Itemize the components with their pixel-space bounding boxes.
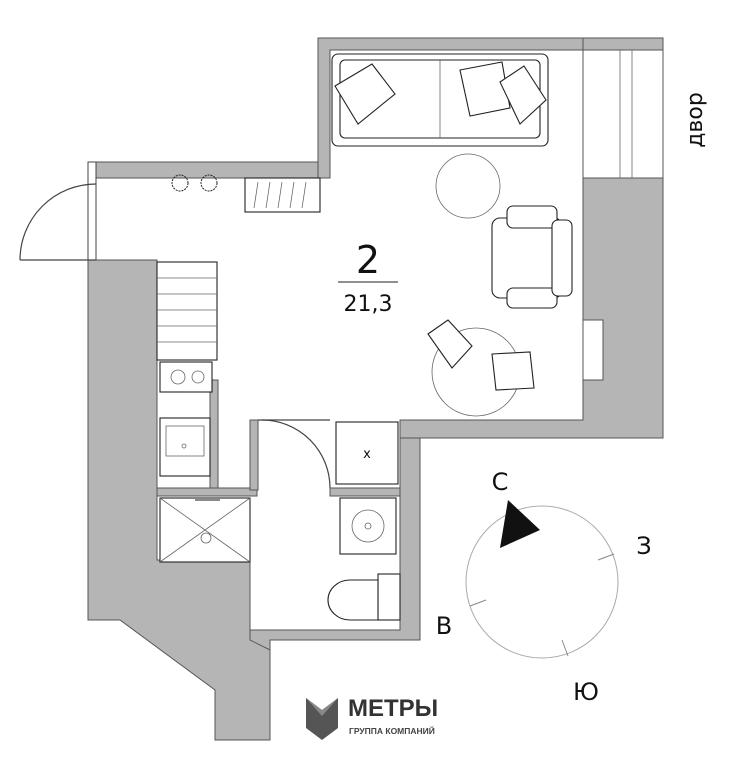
- kitchen-sink: [159, 417, 211, 477]
- compass-north: С: [492, 468, 509, 496]
- room-area: 21,3: [344, 292, 393, 317]
- pillow-left: [334, 63, 396, 125]
- pillow-right: [499, 65, 547, 125]
- sofa: [331, 53, 549, 147]
- top-left-wall: [87, 161, 319, 179]
- compass-east: В: [436, 612, 452, 640]
- right-lower-wall: [249, 437, 421, 651]
- kitchen-partition: [209, 379, 219, 489]
- toilet: [327, 573, 401, 621]
- room-label: 2 21,3: [338, 238, 398, 317]
- yard-label: двор: [683, 92, 708, 148]
- appliance-box: x: [335, 421, 399, 485]
- hall-partition: [249, 419, 259, 491]
- armchair: [491, 205, 573, 309]
- kitchen: [159, 361, 213, 477]
- coffee-table: [435, 153, 501, 219]
- wc-partition: [329, 487, 401, 497]
- bath-partition: [156, 487, 258, 497]
- cooktop: [159, 361, 213, 393]
- logo-tagline: ГРУППА КОМПАНИЙ: [349, 725, 435, 736]
- stairs: [156, 261, 218, 361]
- shower: [159, 497, 251, 563]
- yard-window: [582, 49, 664, 381]
- chair-2: [491, 351, 535, 391]
- chair-1: [427, 319, 473, 369]
- appliance-mark: x: [363, 447, 371, 462]
- left-wall: [87, 259, 271, 741]
- room-number: 2: [356, 238, 380, 282]
- logo-name: МЕТРЫ: [348, 695, 438, 722]
- plants: [171, 174, 218, 192]
- compass-south: Ю: [573, 678, 599, 706]
- pillow-mid: [459, 61, 511, 117]
- shelf: [244, 177, 321, 213]
- bathroom-door: [258, 419, 331, 489]
- compass: С В Ю З: [436, 468, 652, 706]
- compass-west: З: [636, 532, 651, 560]
- entrance-door: [19, 161, 97, 261]
- logo: МЕТРЫ ГРУППА КОМПАНИЙ: [306, 695, 438, 740]
- bath-sink: [339, 497, 397, 555]
- north-arrow-icon: [500, 500, 540, 548]
- dining-set: [427, 319, 535, 417]
- logo-mark-icon: [306, 698, 338, 740]
